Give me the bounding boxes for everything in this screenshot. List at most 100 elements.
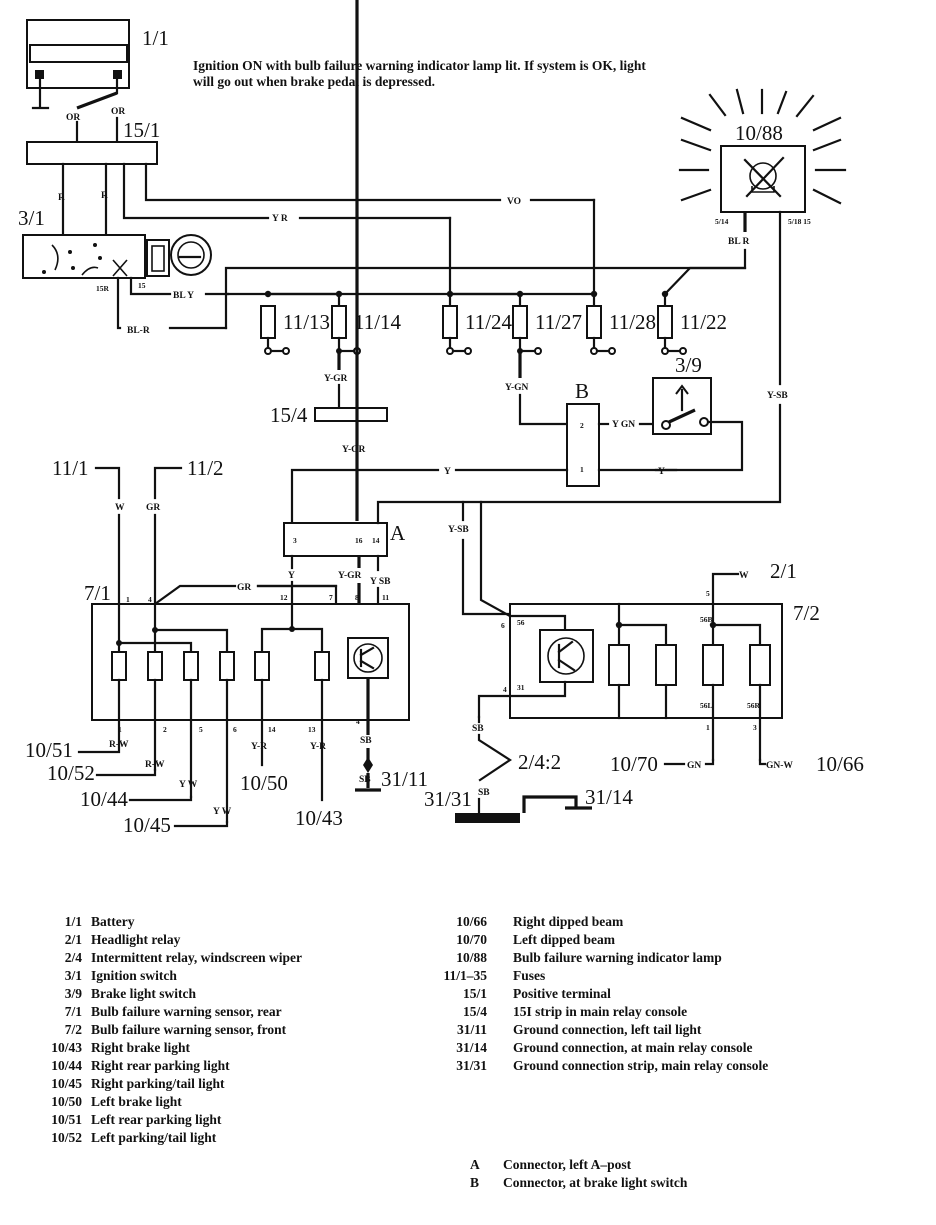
wire-label: Y W [213,807,232,817]
wiring-diagram: 1/1 OR OR 15/1 R R Y R VO 3/1 15R 15 BL … [18,0,864,837]
legend-description: Battery [91,914,135,929]
strip-15-4 [314,407,388,422]
legend-description: Right brake light [91,1040,191,1055]
wire-label: GN [687,761,701,771]
pin-label: 11 [382,593,389,602]
terminal-icon [608,347,616,355]
wire-label: Y-SB [767,391,788,401]
wire [94,466,121,500]
label-warning-lamp: 10/88 [735,121,783,145]
wire [680,138,712,152]
legend-code: B [470,1175,480,1190]
legend-description: Left dipped beam [513,932,616,947]
wire-label: R [101,191,108,201]
wire-label: Y W [179,780,198,790]
terminal-icon [353,643,383,673]
diagram-note: Ignition ON with bulb failure warning in… [193,58,646,89]
wire-label: Y-GN [505,383,529,393]
legend-code: 10/52 [51,1130,82,1145]
terminal-icon [177,241,205,269]
wire-label: VO [507,197,521,207]
wire-label: GR [237,583,251,593]
connector-b [566,403,600,487]
lamp-rays [678,88,847,205]
legend-code: 15/4 [462,1004,487,1019]
label-brake-switch: 3/9 [675,353,702,377]
wire-label: SB [478,788,490,798]
legend-description: Bulb failure warning sensor, front [91,1022,287,1037]
wire-label: BL Y [173,291,194,301]
fuse-11-13 [260,305,290,355]
label-positive-terminal: 15/1 [123,118,160,142]
wire [680,188,712,202]
label-connector-b: B [575,379,589,403]
wire-label: BL-R [127,326,150,336]
terminal-icon [464,347,472,355]
resistor-element [254,651,270,681]
label-lamp-10-43: 10/43 [295,806,343,830]
pin-label: 1 [580,465,584,474]
legend-description: Headlight relay [91,932,181,947]
wire [708,93,727,117]
resistor-element [702,644,724,686]
label-lamp-10-51: 10/51 [25,738,73,762]
wire [704,758,715,766]
wire-label: Y SB [370,577,391,587]
pin-label: 56 [517,618,525,627]
wire [711,572,740,606]
legend-code: 31/14 [456,1040,487,1055]
legend-item: 15/1 Positive terminal [432,985,768,1003]
connector-a [283,522,388,557]
label-fuse: 11/24 [465,310,513,334]
terminal-icon [661,420,671,430]
wire [376,500,483,525]
wire-label: Y GN [612,420,635,430]
wire [680,116,712,132]
resistor-element [442,305,458,339]
pin-label: 6 [501,621,505,630]
legend-description: Ground connection strip, main relay cons… [513,1058,769,1073]
legend-description: Left parking/tail light [91,1130,217,1145]
wire [290,468,440,525]
label-fuse: 11/14 [354,310,402,334]
legend-description: Positive terminal [513,986,611,1001]
pin-label: 5/18 15 [788,217,811,226]
legend-code: 15/1 [462,986,487,1001]
junction-dot [93,243,97,247]
wire-label: Y-R [310,742,326,752]
fuse-11-27 [512,292,542,355]
battery [26,19,130,110]
wire [477,733,513,782]
positive-terminal-15-1 [26,141,158,165]
label-sensor-front: 7/2 [793,601,820,625]
resistor-element [657,305,673,339]
resistor-element [749,644,771,686]
label-lamp-10-44: 10/44 [80,787,128,811]
wire [77,746,121,754]
wire-label: OR [111,107,125,117]
symbol-stroke [51,244,59,271]
wire [260,627,324,654]
legend-description: Right dipped beam [513,914,624,929]
wire-label: Y [444,467,451,477]
symbol-stroke [81,266,99,276]
pin-label: 16 [355,536,363,545]
pin-label: 14 [268,725,276,734]
label-strip-15-4: 15/4 [270,403,308,427]
legend-code: 3/9 [64,986,82,1001]
pin-label: 6 [233,725,237,734]
pin-label: 4 [503,685,507,694]
legend-description: Brake light switch [91,986,197,1001]
label-fuse: 11/28 [609,310,656,334]
pin-label: 56L [700,701,713,710]
fuse-11-22 [657,292,687,355]
legend-description: Ignition switch [91,968,177,983]
